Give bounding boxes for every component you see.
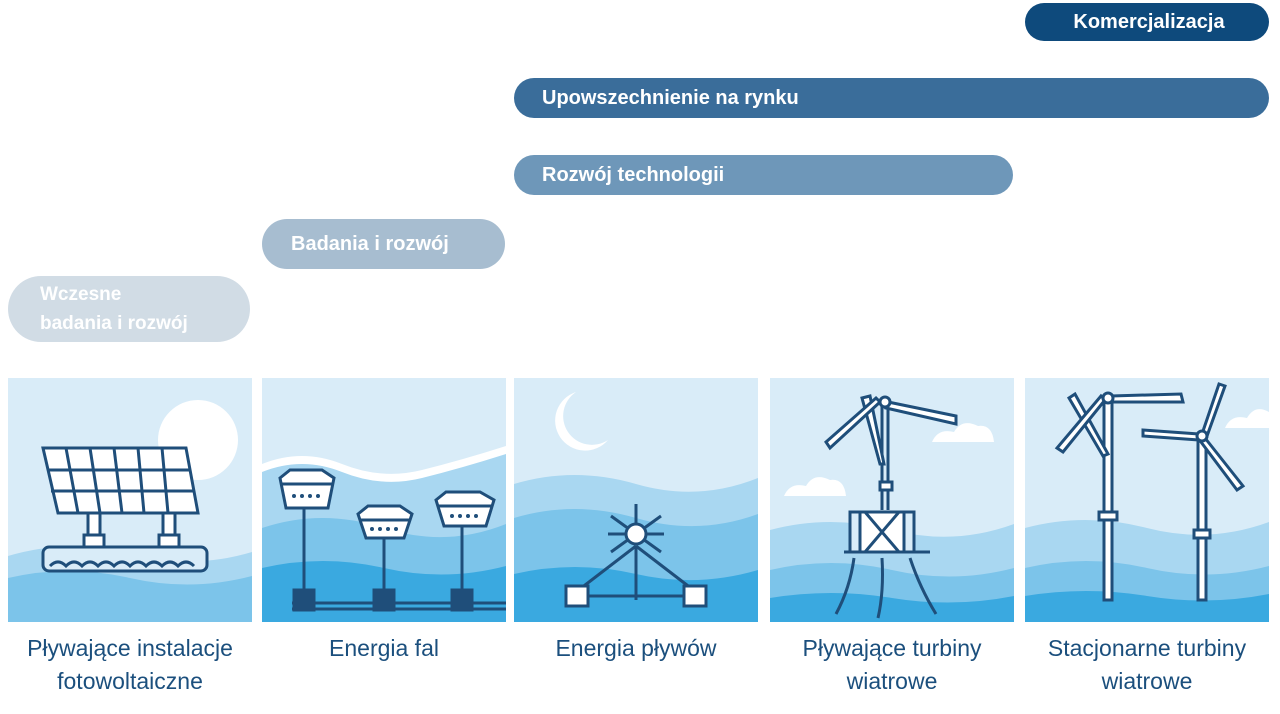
stage-research-development-label: Badania i rozwój <box>291 232 449 255</box>
fixed-wind-caption-line2: wiatrowe <box>1101 668 1193 694</box>
stage-research-development-bar: Badania i rozwój <box>262 219 505 269</box>
stage-technology-development-bar: Rozwój technologii <box>514 155 1013 195</box>
stage-early-research-bar: Wczesne badania i rozwój <box>8 276 250 342</box>
floating-solar-caption-line2: fotowoltaiczne <box>57 668 203 694</box>
stage-commercialization-label: Komercjalizacja <box>1073 10 1225 33</box>
stage-early-research-label-line1: Wczesne <box>40 284 122 305</box>
fixed-wind-icon <box>1025 378 1269 622</box>
floating-solar-caption: Pływające instalacje fotowoltaiczne <box>3 632 257 698</box>
stage-market-uptake-label: Upowszechnienie na rynku <box>542 86 799 109</box>
fixed-wind-caption-line1: Stacjonarne turbiny <box>1047 635 1247 661</box>
wave-energy-icon <box>262 378 506 622</box>
fixed-wind-caption: Stacjonarne turbiny wiatrowe <box>1020 632 1274 698</box>
stage-technology-development-label: Rozwój technologii <box>542 163 725 186</box>
floating-wind-caption-line1: Pływające turbiny <box>802 635 982 661</box>
tidal-energy-icon <box>514 378 758 622</box>
floating-wind-icon <box>770 378 1014 622</box>
fixed-wind-tile <box>1025 378 1269 622</box>
floating-solar-caption-line1: Pływające instalacje <box>27 635 233 661</box>
floating-wind-caption-line2: wiatrowe <box>846 668 938 694</box>
tidal-energy-caption-line1: Energia pływów <box>555 635 717 661</box>
tidal-energy-tile <box>514 378 758 622</box>
floating-wind-caption: Pływające turbiny wiatrowe <box>765 632 1019 698</box>
wave-energy-caption: Energia fal <box>257 632 511 665</box>
wave-energy-caption-line1: Energia fal <box>329 635 439 661</box>
stage-early-research-label-line2: badania i rozwój <box>40 313 188 334</box>
floating-wind-tile <box>770 378 1014 622</box>
tidal-energy-caption: Energia pływów <box>509 632 763 665</box>
stage-market-uptake-bar: Upowszechnienie na rynku <box>514 78 1269 118</box>
stage-commercialization-bar: Komercjalizacja <box>1025 3 1269 41</box>
wave-energy-tile <box>262 378 506 622</box>
floating-solar-tile <box>8 378 252 622</box>
floating-solar-icon <box>8 378 252 622</box>
